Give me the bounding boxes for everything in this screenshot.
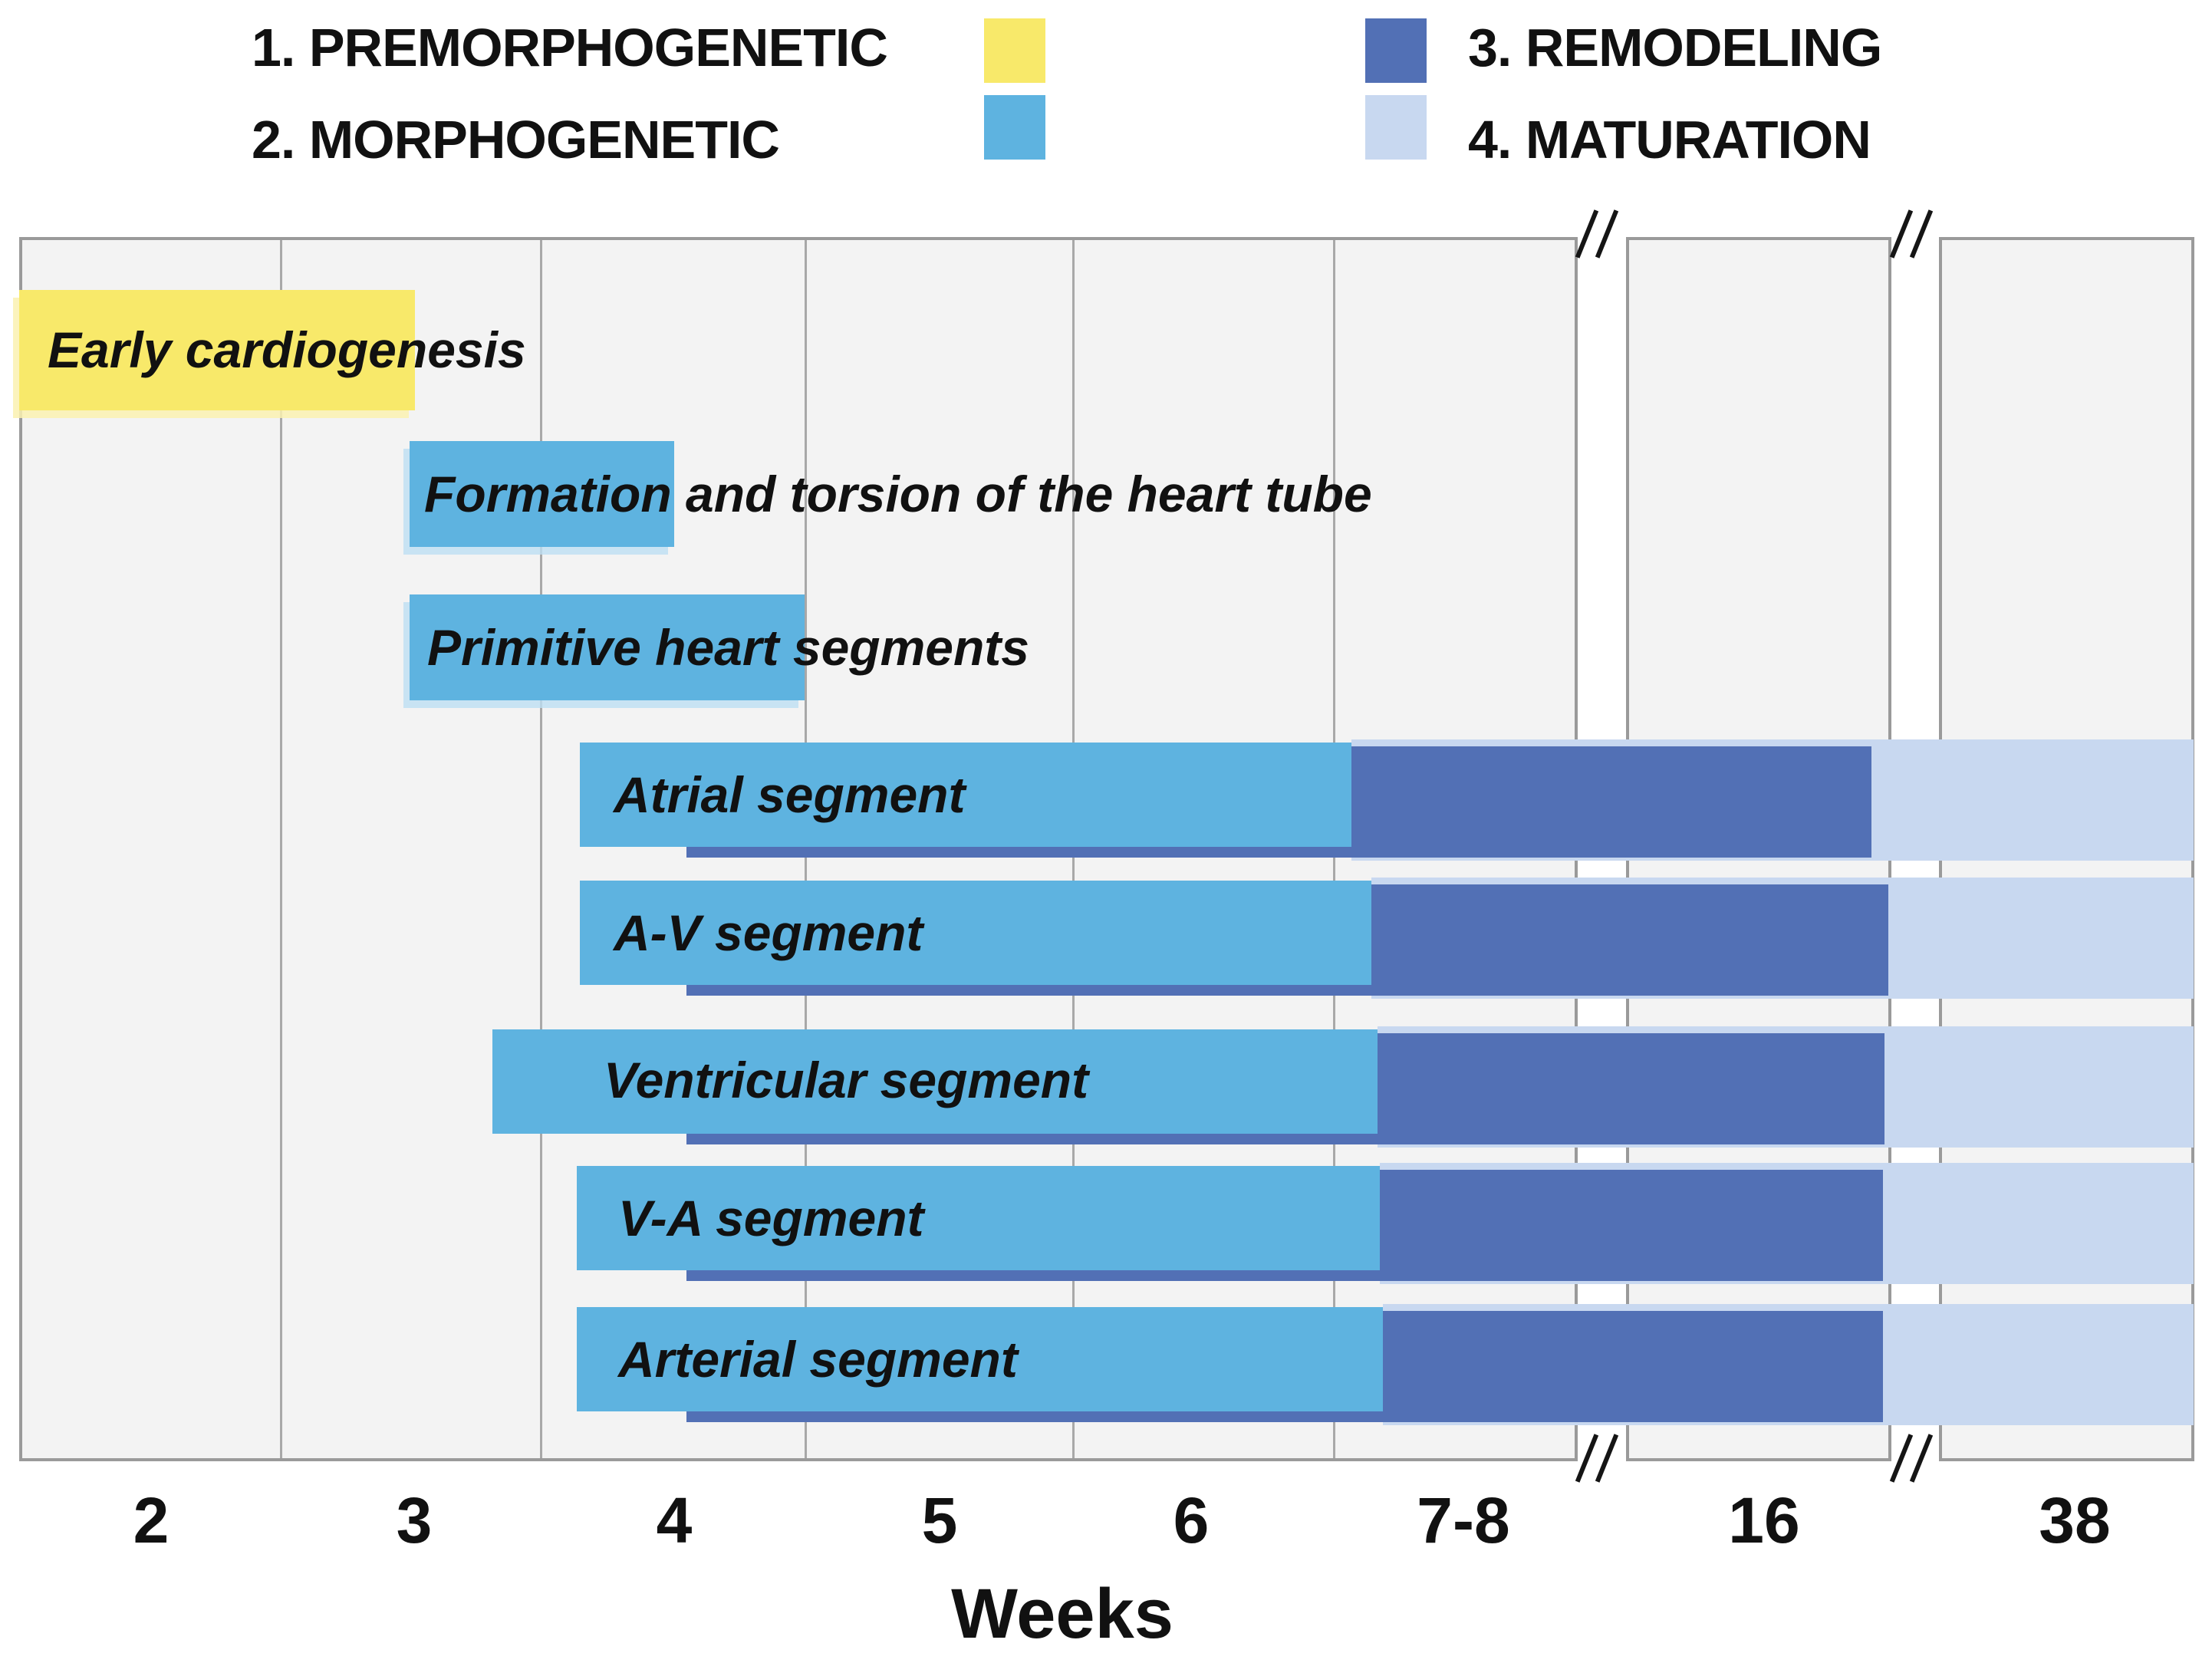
legend-label-premorphogenetic: 1. PREMORPHOGENETIC xyxy=(252,18,888,77)
axis-break-icon xyxy=(1575,1433,1632,1487)
row-label: Primitive heart segments xyxy=(427,619,1029,676)
x-axis-title: Weeks xyxy=(920,1579,1204,1649)
bar-morphogenetic xyxy=(410,594,805,700)
legend-swatch-remodeling xyxy=(1365,18,1427,83)
bar-morphogenetic xyxy=(580,881,1371,985)
axis-break-icon xyxy=(1575,209,1632,262)
row-label: A-V segment xyxy=(614,904,923,961)
x-tick-label: 3 xyxy=(396,1484,433,1556)
x-tick-label: 5 xyxy=(921,1484,958,1556)
legend-swatch-morphogenetic xyxy=(984,95,1045,160)
legend-label-maturation: 4. MATURATION xyxy=(1468,110,1871,170)
x-tick-label: 6 xyxy=(1173,1484,1210,1556)
x-tick-label: 38 xyxy=(2039,1484,2111,1556)
bar-morphogenetic xyxy=(410,441,674,547)
row-label: Early cardiogenesis xyxy=(48,321,526,378)
row-label: Formation and torsion of the heart tube xyxy=(424,466,1372,522)
legend-swatch-maturation xyxy=(1365,95,1427,160)
x-tick-label: 16 xyxy=(1728,1484,1800,1556)
row-label: Arterial segment xyxy=(618,1331,1018,1388)
axis-break-icon xyxy=(1889,1433,1947,1487)
bar-morphogenetic xyxy=(492,1029,1378,1134)
row-label: Atrial segment xyxy=(614,766,966,823)
legend-label-morphogenetic: 2. MORPHOGENETIC xyxy=(252,110,780,170)
x-tick-label: 2 xyxy=(133,1484,170,1556)
row-label: V-A segment xyxy=(618,1190,924,1246)
axis-break-icon xyxy=(1889,209,1947,262)
legend-swatch-premorphogenetic xyxy=(984,18,1045,83)
legend-label-remodeling: 3. REMODELING xyxy=(1468,18,1882,77)
x-tick-label: 4 xyxy=(656,1484,693,1556)
bar-morphogenetic xyxy=(580,743,1351,847)
row-label: Ventricular segment xyxy=(604,1052,1089,1108)
bar-morphogenetic xyxy=(577,1166,1380,1270)
gridline-week-3-4 xyxy=(540,240,542,1458)
gridline-week-2-3 xyxy=(280,240,282,1458)
x-tick-label: 7-8 xyxy=(1417,1484,1510,1556)
bar-premorphogenetic xyxy=(19,290,415,410)
bar-morphogenetic xyxy=(577,1307,1383,1411)
